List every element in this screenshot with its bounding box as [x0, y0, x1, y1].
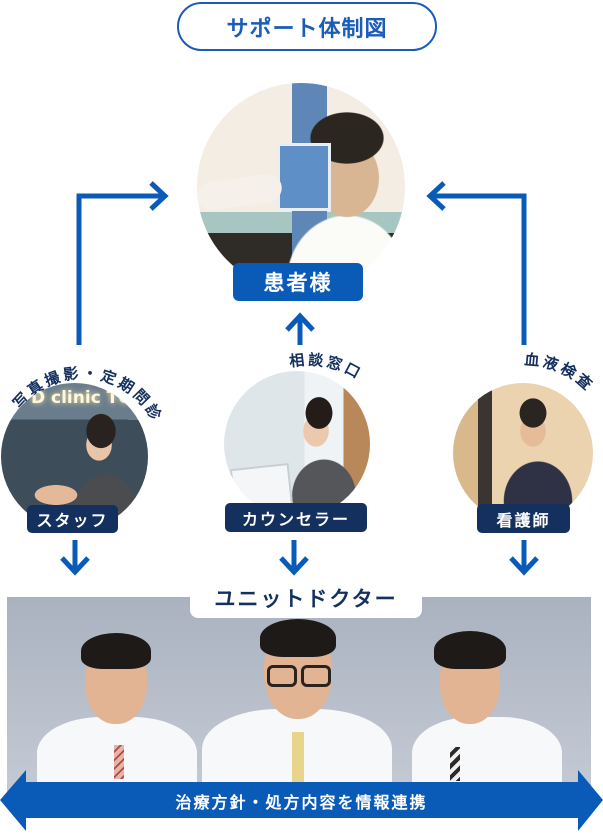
diagram-title: サポート体制図	[177, 2, 437, 51]
arrow-counselor-to-patient	[285, 312, 315, 345]
patient-photo	[197, 83, 405, 291]
monitor-shape	[277, 143, 331, 211]
nurse-label: 看護師	[477, 504, 570, 533]
staff-label: スタッフ	[27, 505, 118, 533]
info-sharing-label: 治療方針・処方内容を情報連携	[175, 793, 428, 812]
arrow-nurse-to-doctor	[509, 540, 539, 576]
clinic-logo-text: D clinic TO	[31, 388, 133, 408]
counselor-photo	[224, 371, 370, 517]
arrow-nurse-to-patient	[426, 181, 527, 345]
nurse-photo	[453, 383, 593, 523]
patient-label: 患者様	[233, 263, 363, 301]
arrow-counselor-to-doctor	[279, 540, 309, 576]
unit-doctor-label: ユニットドクター	[190, 578, 422, 618]
arrow-staff-to-patient	[76, 181, 169, 345]
counselor-label: カウンセラー	[225, 503, 367, 532]
unit-doctor-photo	[7, 597, 591, 792]
arrow-staff-to-doctor	[60, 540, 90, 576]
arm-shape	[197, 172, 284, 212]
info-sharing-double-arrow	[0, 770, 603, 831]
